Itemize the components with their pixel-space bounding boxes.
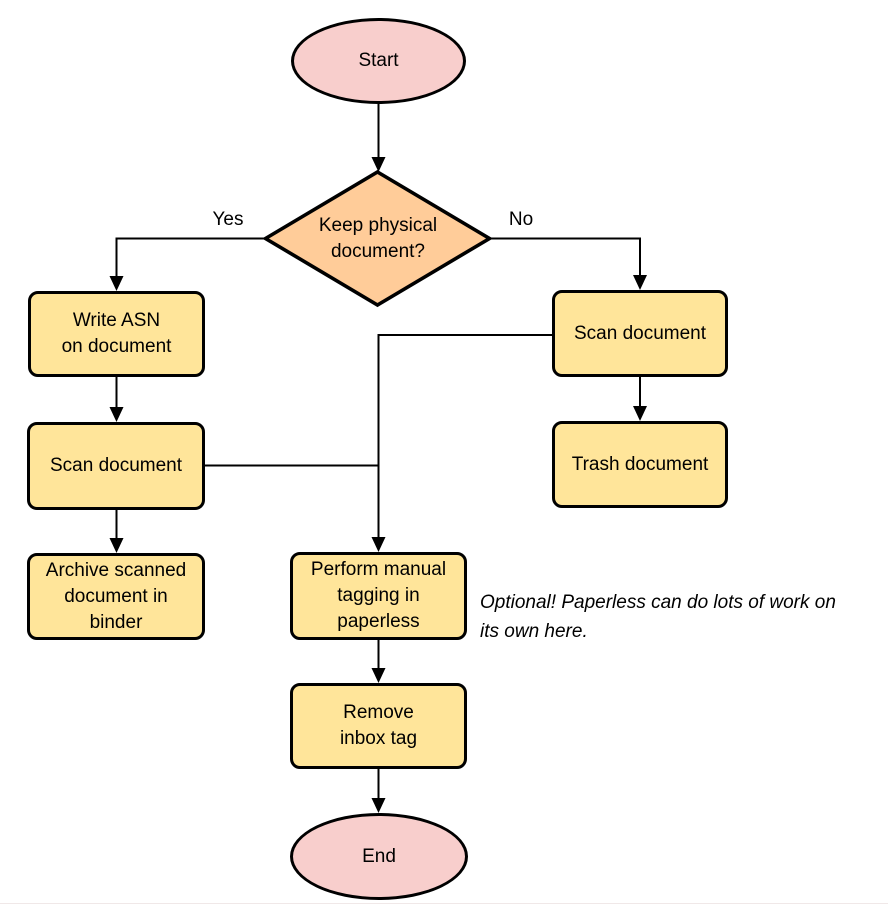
page-bottom-divider: [0, 903, 888, 904]
edge-scanright-perform: [377, 334, 552, 540]
node-scan-right: Scan document: [552, 290, 728, 377]
edge-label-no: No: [508, 209, 534, 230]
node-remove-inbox: Remove inbox tag: [290, 683, 467, 769]
node-end: End: [290, 813, 468, 900]
node-decision-label: Keep physical document?: [318, 214, 438, 262]
node-trash-label: Trash document: [571, 453, 709, 475]
arrowhead: [633, 275, 647, 290]
arrowhead: [371, 668, 386, 683]
arrowhead: [371, 537, 386, 552]
node-archive-label: Archive scanned document in binder: [45, 559, 187, 633]
arrowhead: [371, 157, 386, 172]
node-write-asn: Write ASN on document: [28, 291, 205, 377]
node-scan-left-label: Scan document: [49, 455, 183, 476]
annotation-note: Optional! Paperless can do lots of work …: [480, 592, 836, 642]
node-end-label: End: [362, 845, 396, 867]
node-perform-tagging-label: Perform manual tagging in paperless: [310, 559, 447, 632]
arrowhead: [109, 276, 124, 291]
arrowhead: [109, 538, 124, 553]
node-scan-left: Scan document: [27, 422, 205, 510]
node-perform-tagging: Perform manual tagging in paperless: [290, 552, 467, 640]
arrowhead: [633, 406, 647, 421]
edge-yes-branch: [115, 237, 265, 279]
arrowhead: [109, 407, 124, 422]
edge-no-branch: [490, 237, 641, 278]
decision-diamond-shape: [261, 169, 494, 308]
node-archive: Archive scanned document in binder: [27, 553, 205, 640]
node-write-asn-label: Write ASN on document: [61, 310, 172, 357]
node-start: Start: [291, 18, 466, 104]
arrowhead: [371, 798, 386, 813]
node-trash: Trash document: [552, 421, 728, 508]
node-scan-right-label: Scan document: [573, 322, 707, 344]
node-remove-inbox-label: Remove inbox tag: [339, 702, 418, 749]
edge-label-yes: Yes: [212, 209, 244, 230]
node-start-label: Start: [358, 50, 399, 71]
